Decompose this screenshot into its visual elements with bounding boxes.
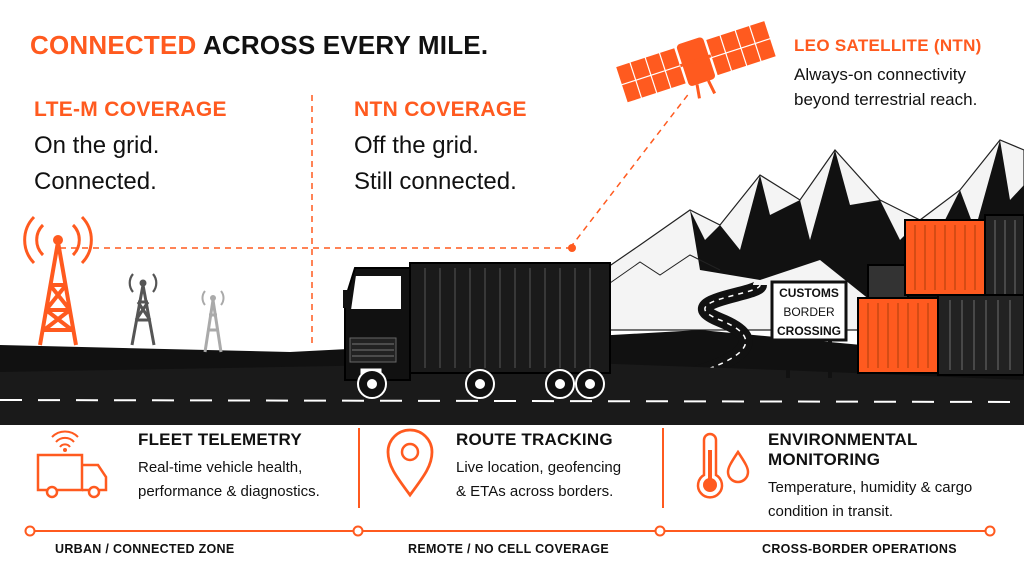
location-pin-icon — [386, 428, 434, 498]
satellite-icon — [614, 19, 777, 104]
feature-title: ENVIRONMENTAL MONITORING — [768, 430, 918, 469]
satellite-title: LEO SATELLITE (NTN) — [794, 36, 982, 55]
delivery-truck-wifi-icon — [36, 430, 108, 499]
road-lane-marking — [0, 399, 1024, 403]
ntn-line-2: Still connected. — [354, 168, 517, 195]
feature-line-1: Real-time vehicle health, — [138, 459, 303, 476]
feature-title: ROUTE TRACKING — [456, 430, 613, 449]
feature-divider — [662, 428, 664, 508]
feature-divider — [358, 428, 360, 508]
feature-line-1: Temperature, humidity & cargo — [768, 479, 973, 496]
thermometer-droplet-icon — [696, 432, 750, 499]
ntn-line-1: Off the grid. — [354, 132, 479, 159]
zone-label-remote: REMOTE / NO CELL COVERAGE — [408, 542, 610, 556]
feature-line-2: performance & diagnostics. — [138, 483, 320, 500]
feature-title: FLEET TELEMETRY — [138, 430, 302, 449]
headline-accent: CONNECTED — [30, 30, 197, 60]
sign-line-2: BORDER — [783, 305, 835, 319]
shipping-containers — [857, 214, 1024, 376]
ntn-title: NTN COVERAGE — [354, 98, 527, 121]
headline: CONNECTED ACROSS EVERY MILE. — [30, 30, 488, 61]
sign-line-3: CROSSING — [776, 324, 841, 338]
cell-tower-icon — [128, 273, 158, 346]
customs-sign — [770, 280, 848, 378]
ntn-coverage-block: NTN COVERAGE Off the grid. Still connect… — [354, 98, 527, 200]
lte-coverage-block: LTE-M COVERAGE On the grid. Connected. — [34, 98, 227, 200]
lte-line-1: On the grid. — [34, 132, 160, 159]
lte-title: LTE-M COVERAGE — [34, 98, 227, 121]
signal-link-point — [568, 244, 576, 252]
feature-fleet-telemetry: FLEET TELEMETRY Real-time vehicle health… — [138, 430, 320, 504]
sign-line-1: CUSTOMS — [779, 286, 839, 300]
feature-line-1: Live location, geofencing — [456, 459, 622, 476]
zone-label-urban: URBAN / CONNECTED ZONE — [55, 542, 235, 556]
cell-tower-icon — [23, 215, 93, 346]
feature-environmental-monitoring: ENVIRONMENTAL MONITORING Temperature, hu… — [768, 430, 1024, 524]
customs-sign-text: CUSTOMS BORDER CROSSING — [775, 284, 843, 341]
zone-label-cross-border: CROSS-BORDER OPERATIONS — [762, 542, 957, 556]
satellite-line-2: beyond terrestrial reach. — [794, 90, 978, 109]
satellite-block: LEO SATELLITE (NTN) Always-on connectivi… — [794, 36, 982, 112]
feature-line-2: & ETAs across borders. — [456, 483, 614, 500]
cell-tower-icon — [201, 290, 225, 353]
lte-line-2: Connected. — [34, 168, 157, 195]
satellite-line-1: Always-on connectivity — [794, 65, 966, 84]
feature-route-tracking: ROUTE TRACKING Live location, geofencing… — [456, 430, 621, 504]
truck-icon — [343, 262, 611, 399]
headline-rest: ACROSS EVERY MILE. — [196, 30, 489, 60]
timeline — [24, 525, 996, 537]
highway — [0, 362, 1024, 425]
feature-line-2: condition in transit. — [768, 503, 894, 520]
